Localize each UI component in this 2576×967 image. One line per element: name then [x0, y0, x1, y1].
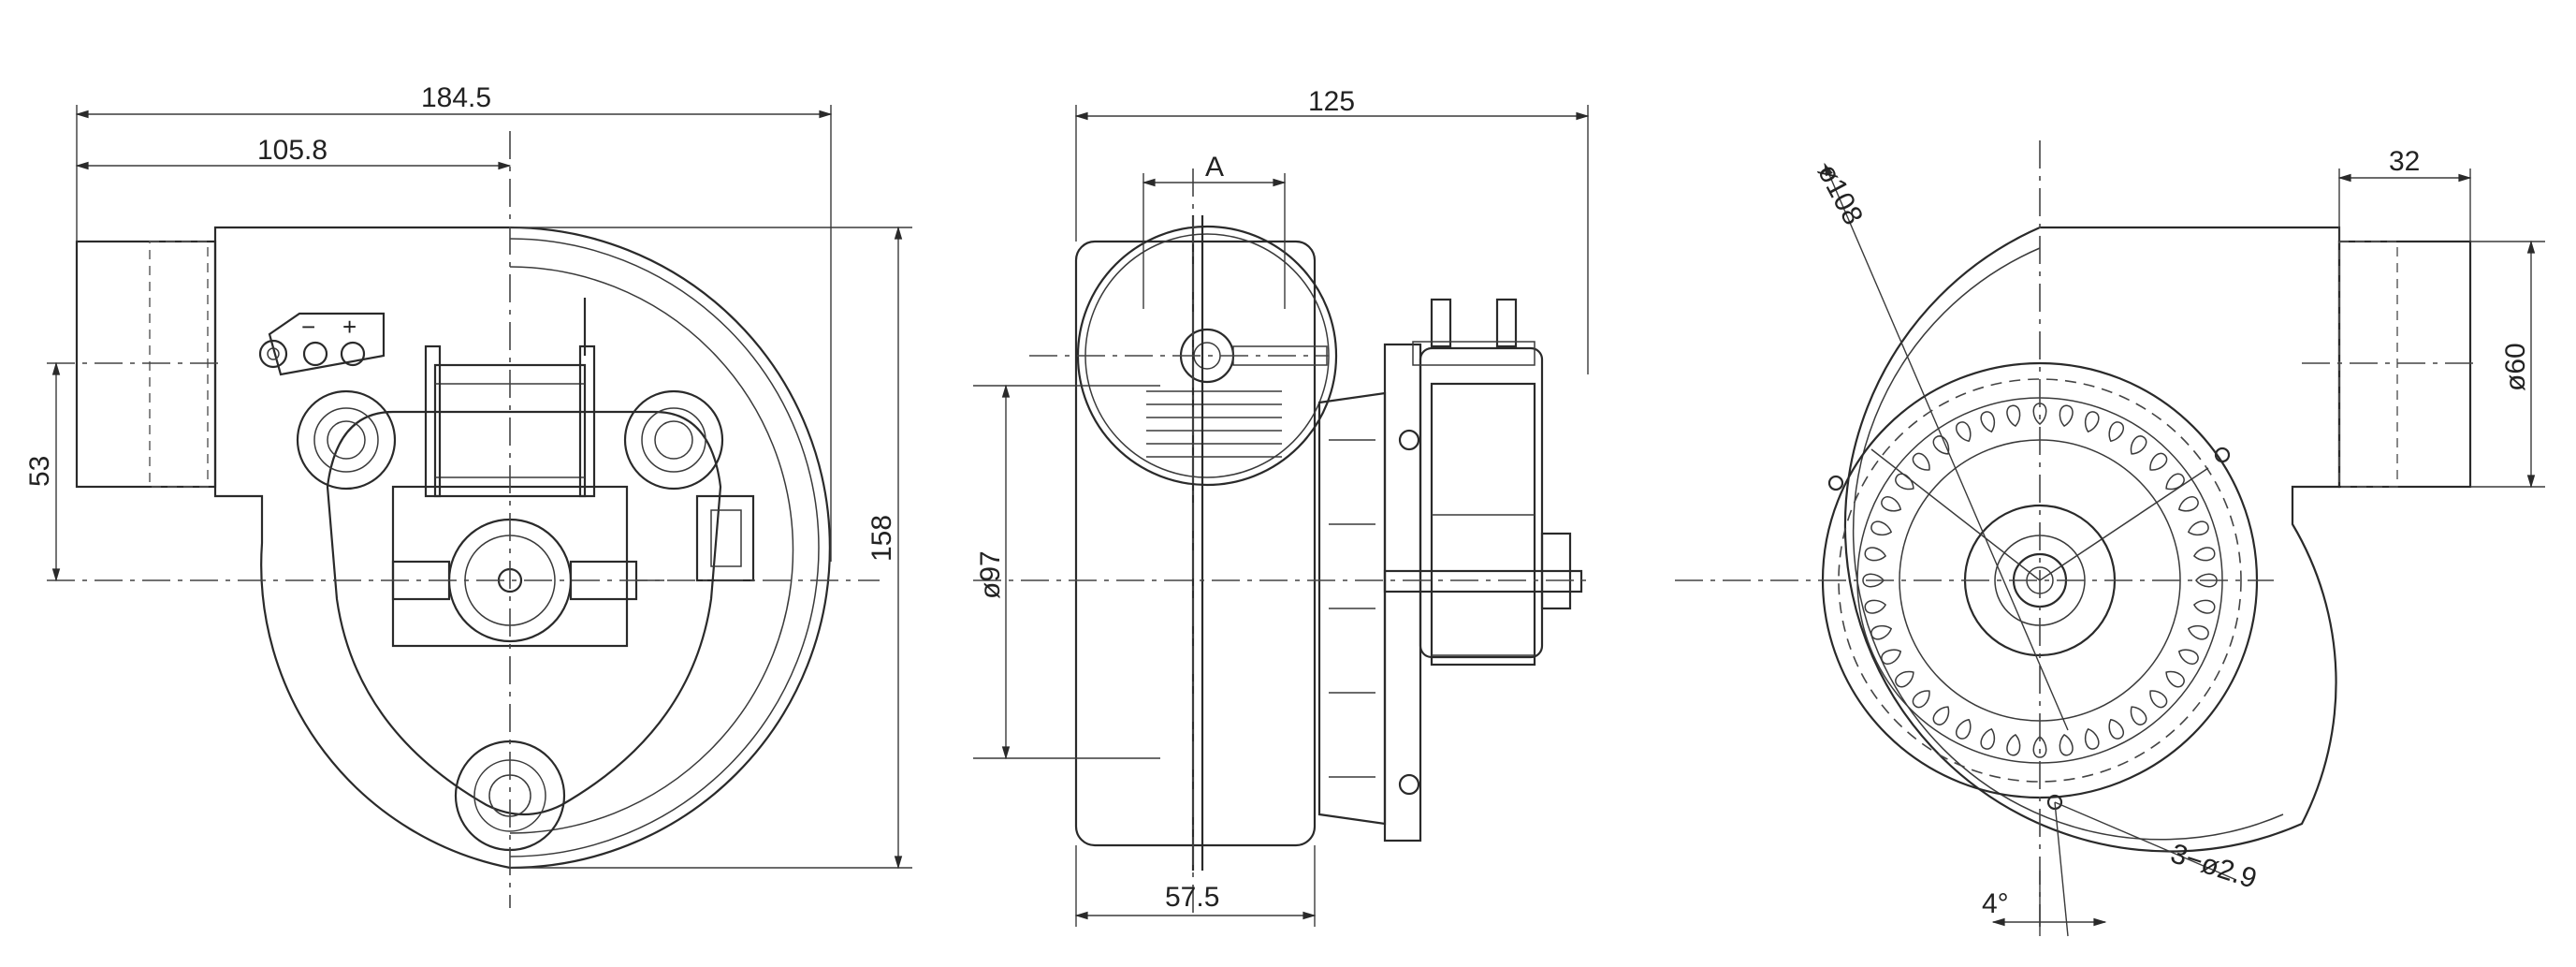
impeller-blade — [2006, 733, 2021, 756]
impeller-blade — [2084, 411, 2100, 433]
impeller-blade — [2177, 496, 2199, 512]
impeller-blade — [1932, 706, 1950, 725]
dim-overall-height: 158 — [866, 515, 897, 562]
dim-outlet-offset: 53 — [24, 456, 55, 487]
dim-motor-offset: 105.8 — [257, 135, 327, 166]
impeller-blade — [1870, 520, 1893, 536]
impeller-blade — [1864, 547, 1887, 562]
terminal-minus-label: − — [301, 313, 315, 341]
dim-outlet-width: 32 — [2389, 146, 2420, 177]
impeller-blade — [2059, 404, 2074, 428]
dim-outlet-a: A — [1205, 152, 1224, 183]
mount-hole — [1827, 475, 1844, 491]
impeller-blade — [2130, 435, 2147, 455]
mount-boss-left — [296, 389, 397, 491]
front-view: − + 184.5 105.8 53 158 — [24, 82, 912, 908]
impeller-blade — [1956, 421, 1972, 443]
impeller-blade — [2187, 624, 2209, 640]
impeller-blade — [1956, 718, 1972, 740]
impeller-blade — [2130, 706, 2147, 725]
impeller-blade — [2165, 473, 2185, 491]
impeller-blade — [1980, 411, 1996, 433]
dim-angle: 4° — [1982, 888, 2009, 919]
impeller-blade — [1870, 624, 1893, 640]
side-view: 125 A ø97 57.5 — [973, 86, 1591, 927]
impeller-blade — [2006, 404, 2021, 428]
dim-wheel-diameter: ø97 — [975, 550, 1006, 599]
impeller-blade — [1980, 727, 1996, 750]
dim-outlet-diameter: ø60 — [2500, 343, 2531, 391]
mount-hole — [2214, 447, 2231, 463]
rear-view: 32 ø60 ø108 3−ø2.9 4° — [1675, 140, 2545, 937]
impeller-blade — [2032, 403, 2047, 425]
dim-overall-depth: 125 — [1308, 86, 1355, 117]
impeller-blade — [2195, 573, 2218, 588]
impeller-blade — [1881, 496, 1902, 512]
impeller-blade — [2149, 452, 2168, 471]
dim-overall-width: 184.5 — [421, 82, 491, 113]
impeller-blade — [1912, 690, 1930, 709]
impeller-blade — [2187, 520, 2209, 536]
terminal-plus-label: + — [342, 313, 357, 341]
mount-boss-right — [623, 389, 724, 491]
dim-housing-depth: 57.5 — [1165, 882, 1219, 913]
impeller-blade — [2084, 727, 2100, 750]
impeller-blade — [2059, 733, 2074, 756]
dim-mount-holes: 3−ø2.9 — [2167, 838, 2261, 895]
impeller-blade — [1881, 649, 1902, 665]
impeller-blade — [1895, 670, 1914, 688]
impeller-blade — [1864, 599, 1887, 614]
dim-bolt-circle: ø108 — [1812, 159, 1869, 230]
outlet-louvers — [1146, 390, 1282, 458]
impeller-blade — [2108, 718, 2124, 740]
impeller-blade — [2108, 421, 2124, 443]
impeller-blade — [2192, 547, 2216, 562]
impeller-blade — [2149, 690, 2168, 709]
impeller-blade — [1912, 452, 1930, 471]
impeller-blade — [2165, 670, 2185, 688]
impeller-blade — [2192, 599, 2216, 614]
impeller-blade — [2177, 649, 2199, 665]
